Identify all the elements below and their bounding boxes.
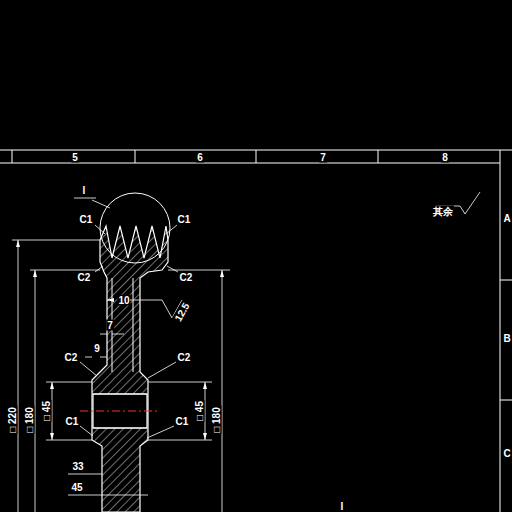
dimension-text: C2 bbox=[177, 352, 192, 363]
dimension-text: C2 bbox=[64, 352, 79, 363]
gear-section bbox=[92, 226, 168, 512]
roughness-note: 其余 bbox=[432, 206, 454, 217]
dimension-text: C1 bbox=[177, 214, 192, 225]
dimension-text: C1 bbox=[65, 416, 80, 427]
dimension-text: 33 bbox=[71, 461, 84, 472]
zone-number: 5 bbox=[71, 152, 79, 163]
dimension-text: C1 bbox=[79, 214, 94, 225]
zone-letter: A bbox=[502, 213, 511, 224]
dimension-text: □ 180 bbox=[211, 406, 222, 434]
dimension-text: C2 bbox=[179, 272, 194, 283]
frame bbox=[0, 150, 512, 512]
dimension-text: □ 45 bbox=[194, 400, 205, 422]
zone-number: 8 bbox=[441, 152, 449, 163]
zone-number: 7 bbox=[319, 152, 327, 163]
dimension-text: 45 bbox=[70, 482, 83, 493]
roughness-value: 12.5 bbox=[172, 300, 192, 324]
dimension-text: C1 bbox=[175, 416, 190, 427]
dimension-text: 9 bbox=[93, 343, 101, 354]
detail-callout: I bbox=[82, 185, 87, 196]
dimension-text: C2 bbox=[77, 272, 92, 283]
dimension-lines bbox=[12, 192, 480, 512]
dimension-text: 10 bbox=[117, 295, 130, 306]
zone-letter: B bbox=[502, 333, 511, 344]
dimension-text: 7 bbox=[106, 320, 114, 331]
zone-number: 6 bbox=[196, 152, 204, 163]
dimension-text: □ 180 bbox=[24, 406, 35, 434]
detail-circle bbox=[100, 193, 170, 263]
dimension-text: □ 220 bbox=[7, 406, 18, 434]
zone-letter: C bbox=[502, 448, 511, 459]
arrowheads bbox=[16, 240, 224, 440]
detail-callout: I bbox=[340, 501, 345, 512]
dimension-text: □ 45 bbox=[41, 400, 52, 422]
center-line bbox=[80, 411, 160, 412]
